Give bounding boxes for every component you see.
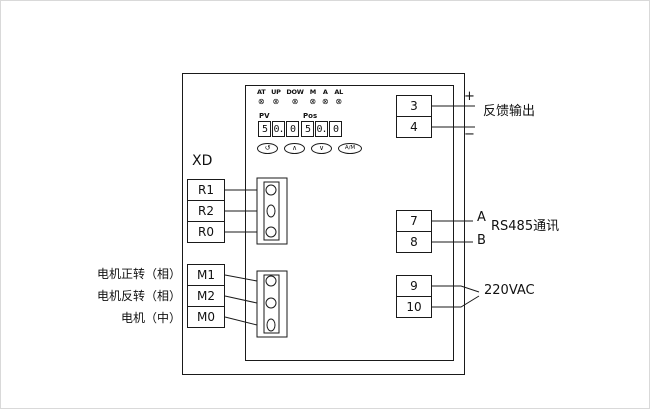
- pos-label: Pos: [303, 112, 318, 120]
- feedback-output-label: 反馈输出: [483, 104, 536, 119]
- rs485-b-label: B: [477, 233, 486, 248]
- xd-label: XD: [192, 153, 213, 169]
- r-connector-block: [256, 177, 288, 245]
- indicator-m: M ⊗: [309, 88, 316, 106]
- cycle-arrow-icon: ↺: [264, 144, 271, 152]
- connector-outline: [256, 270, 288, 338]
- auto-manual-button: A/M: [338, 143, 362, 154]
- display-digit-cell: 0: [286, 121, 299, 137]
- power-220vac-label: 220VAC: [484, 283, 535, 298]
- indicator-dow: DOW ⊗: [286, 88, 304, 106]
- power-terminal-column: 9 10: [396, 275, 432, 318]
- indicator-label: DOW: [286, 88, 304, 96]
- wire-power-10: [432, 295, 480, 308]
- pv-display: 5 0. 0: [258, 121, 299, 137]
- pos-display: 5 0. 0: [301, 121, 342, 137]
- connector-inner-outline: [263, 181, 280, 241]
- wire-power-9: [432, 285, 480, 293]
- minus-label: −: [464, 127, 475, 142]
- down-button: ∨: [311, 143, 332, 154]
- device-outer-frame: [182, 73, 465, 375]
- indicator-label: AT: [257, 88, 266, 96]
- display-digit-cell: 5: [258, 121, 271, 137]
- indicator-label: A: [322, 88, 328, 96]
- indicator-label: M: [309, 88, 316, 96]
- device-panel: [245, 85, 454, 361]
- indicator-led-icon: ⊗: [291, 97, 299, 106]
- terminal-8: 8: [396, 231, 432, 253]
- m-terminal-column: M1 M2 M0: [187, 264, 225, 328]
- wire-m1: [224, 274, 258, 282]
- up-button: ∧: [284, 143, 305, 154]
- down-arrow-icon: ∨: [318, 144, 325, 152]
- connector-pin-icon: [266, 204, 276, 218]
- indicator-led-icon: ⊗: [335, 97, 343, 106]
- connector-pin-icon: [265, 226, 277, 238]
- display-digit-cell: 0.: [315, 121, 328, 137]
- r-terminal-column: R1 R2 R0: [187, 179, 225, 243]
- display-digit-cell: 0.: [272, 121, 285, 137]
- terminal-r1: R1: [187, 179, 225, 201]
- terminal-r2: R2: [187, 200, 225, 222]
- connector-pin-icon: [265, 275, 277, 287]
- rs485-terminal-column: 7 8: [396, 210, 432, 253]
- terminal-3: 3: [396, 95, 432, 117]
- terminal-m2: M2: [187, 285, 225, 307]
- terminal-7: 7: [396, 210, 432, 232]
- indicator-up: UP ⊗: [271, 88, 281, 106]
- display-digit-cell: 0: [329, 121, 342, 137]
- terminal-9: 9: [396, 275, 432, 297]
- indicator-row: AT ⊗ UP ⊗ DOW ⊗ M ⊗ A ⊗ AL ⊗: [257, 88, 343, 106]
- auto-manual-label: A/M: [344, 145, 356, 151]
- button-row: ↺ ∧ ∨ A/M: [257, 143, 362, 154]
- connector-inner-outline: [263, 274, 280, 334]
- wire-m2: [224, 295, 258, 304]
- m-connector-block: [256, 270, 288, 338]
- wire-m0: [224, 316, 258, 326]
- terminal-4: 4: [396, 116, 432, 138]
- indicator-label: AL: [334, 88, 343, 96]
- connector-pin-icon: [265, 184, 277, 196]
- motor-neutral-label: 电机（中）: [120, 311, 181, 325]
- rs485-comm-label: RS485通讯: [491, 219, 560, 234]
- terminal-m1: M1: [187, 264, 225, 286]
- indicator-led-icon: ⊗: [272, 97, 280, 106]
- up-arrow-icon: ∧: [291, 144, 298, 152]
- motor-reverse-label: 电机反转（相）: [96, 289, 181, 303]
- indicator-label: UP: [271, 88, 281, 96]
- indicator-a: A ⊗: [322, 88, 329, 106]
- terminal-m0: M0: [187, 306, 225, 328]
- terminal-r0: R0: [187, 221, 225, 243]
- indicator-at: AT ⊗: [257, 88, 266, 106]
- feedback-terminal-column: 3 4: [396, 95, 432, 138]
- connector-outline: [256, 177, 288, 245]
- motor-forward-label: 电机正转（相）: [96, 267, 181, 281]
- rs485-a-label: A: [477, 210, 486, 225]
- indicator-al: AL ⊗: [334, 88, 343, 106]
- display-digit-cell: 5: [301, 121, 314, 137]
- cycle-button: ↺: [257, 143, 278, 154]
- indicator-led-icon: ⊗: [309, 97, 317, 106]
- terminal-10: 10: [396, 296, 432, 318]
- plus-label: +: [464, 89, 475, 104]
- pv-label: PV: [259, 112, 270, 120]
- indicator-led-icon: ⊗: [257, 97, 265, 106]
- connector-pin-icon: [266, 318, 276, 332]
- indicator-led-icon: ⊗: [321, 97, 329, 106]
- connector-pin-icon: [265, 297, 277, 309]
